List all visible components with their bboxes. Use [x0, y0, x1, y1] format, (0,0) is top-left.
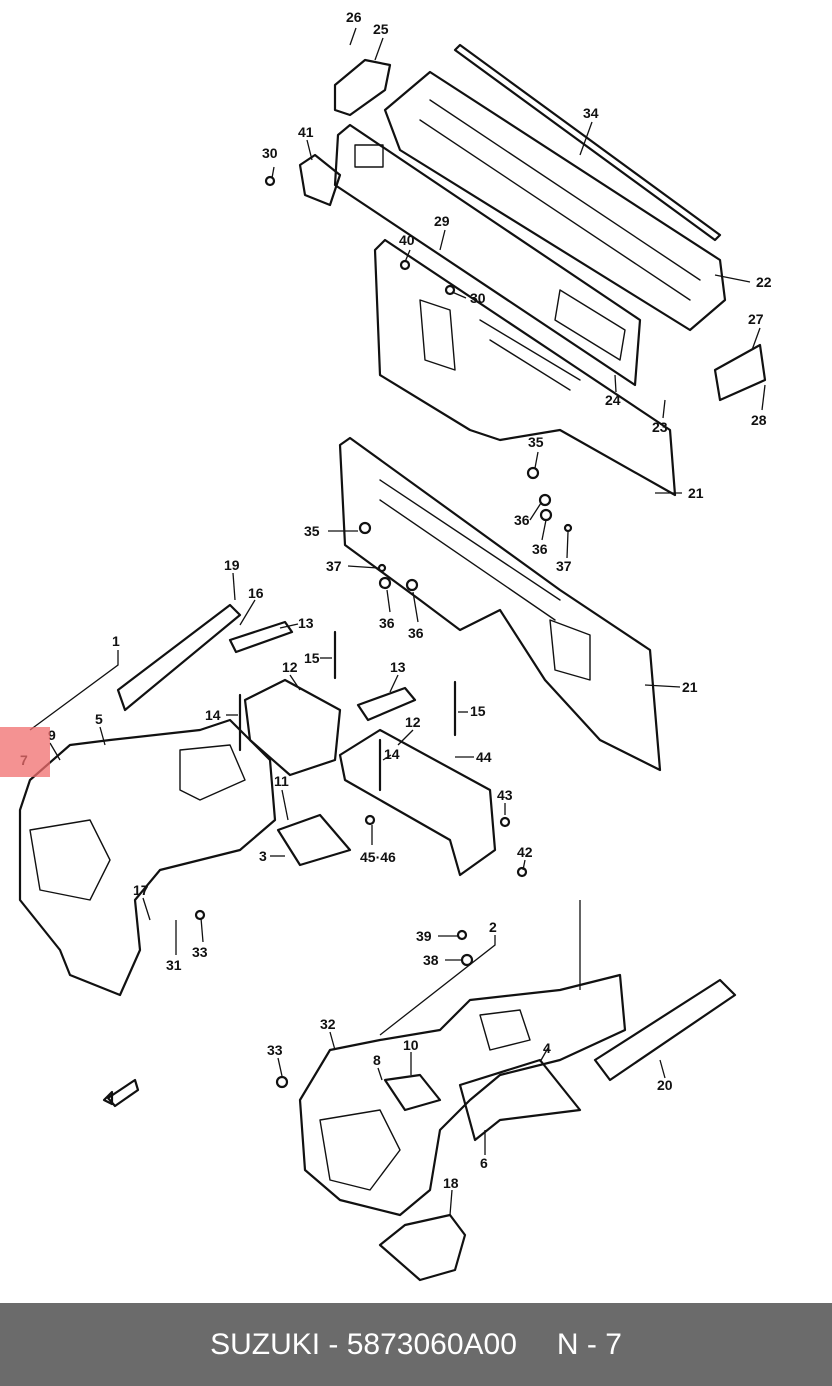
- callout-21-bottom: 21: [682, 679, 698, 695]
- callout-39: 39: [416, 928, 432, 944]
- footer-bar: SUZUKI - 5873060A00 N - 7: [0, 1303, 832, 1386]
- bracket-12-right: [338, 728, 497, 877]
- callout-34: 34: [583, 105, 599, 121]
- cowl-top-strip: [453, 43, 722, 242]
- callout-19: 19: [224, 557, 240, 573]
- callout-36-b: 36: [532, 541, 548, 557]
- callout-36-a: 36: [514, 512, 530, 528]
- callout-10: 10: [403, 1037, 419, 1053]
- reinforcement-27: [713, 343, 767, 402]
- callout-24: 24: [605, 392, 621, 408]
- bracket-41: [298, 153, 342, 207]
- reinforcement-3: [276, 813, 352, 867]
- callout-11: 11: [274, 773, 289, 789]
- callout-20: 20: [657, 1077, 673, 1093]
- callout-25: 25: [373, 21, 389, 37]
- front-apron-left: [18, 718, 277, 997]
- callout-44: 44: [476, 749, 492, 765]
- callout-14-left: 14: [205, 707, 221, 723]
- callout-40: 40: [399, 232, 415, 248]
- callout-36-d: 36: [408, 625, 424, 641]
- callout-12-top: 12: [282, 659, 298, 675]
- callout-42: 42: [517, 844, 533, 860]
- callout-33-bottom: 33: [267, 1042, 283, 1058]
- leader-lines: [29, 27, 766, 1216]
- callout-30-top: 30: [262, 145, 278, 161]
- callout-31: 31: [166, 957, 182, 973]
- callout-8: 8: [373, 1052, 381, 1068]
- callout-23: 23: [652, 419, 668, 435]
- bracket-10: [383, 1073, 442, 1112]
- callout-17: 17: [133, 882, 149, 898]
- callout-6: 6: [480, 1155, 488, 1171]
- callout-22: 22: [756, 274, 772, 290]
- callout-41: 41: [298, 124, 314, 140]
- highlight-marker: [0, 727, 50, 777]
- callout-33-mid: 33: [192, 944, 208, 960]
- footer-brand-part-number: SUZUKI - 5873060A00: [210, 1327, 517, 1361]
- dash-lower-panel-21: [338, 436, 662, 772]
- callout-21-top: 21: [688, 485, 704, 501]
- bracket-25: [333, 58, 392, 117]
- callout-30-mid: 30: [470, 290, 486, 306]
- inner-panel-6: [458, 1058, 582, 1142]
- stay-13: [228, 620, 417, 722]
- callout-15-right: 15: [470, 703, 486, 719]
- callout-16: 16: [248, 585, 264, 601]
- callout-13-mid: 13: [390, 659, 406, 675]
- parts-diagram: 26 25 34 41 30 29 40 30 22 27 24 23 28 3…: [18, 9, 772, 1282]
- callout-26: 26: [346, 9, 362, 25]
- callout-28: 28: [751, 412, 767, 428]
- cowl-panel: [383, 70, 727, 332]
- callout-1: 1: [112, 633, 120, 649]
- callout-15-top: 15: [304, 650, 320, 666]
- footer-diagram-ref: N - 7: [556, 1327, 622, 1361]
- front-apron-right: [298, 973, 627, 1217]
- callout-9: 9: [48, 727, 56, 743]
- callout-35-top: 35: [528, 434, 544, 450]
- side-member-20: [593, 978, 737, 1082]
- callout-18: 18: [443, 1175, 459, 1191]
- callout-14-right: 14: [384, 746, 400, 762]
- parts-diagram-svg: 26 25 34 41 30 29 40 30 22 27 24 23 28 3…: [18, 9, 772, 1282]
- callout-37-left: 37: [326, 558, 342, 574]
- callout-38: 38: [423, 952, 439, 968]
- callout-32: 32: [320, 1016, 336, 1032]
- splash-18: [378, 1213, 467, 1282]
- bracket-12-left: [243, 678, 342, 777]
- side-member-19: [116, 603, 242, 712]
- callout-36-c: 36: [379, 615, 395, 631]
- callout-29: 29: [434, 213, 450, 229]
- stud-14-15: [238, 630, 457, 792]
- callout-45-46: 45·46: [360, 849, 396, 865]
- callout-27: 27: [748, 311, 764, 327]
- callout-4: 4: [543, 1040, 551, 1056]
- callout-37-right: 37: [556, 558, 572, 574]
- bolts-upper: [264, 175, 573, 592]
- callout-3: 3: [259, 848, 267, 864]
- callout-43: 43: [497, 787, 513, 803]
- cowl-upper-panel: [333, 123, 642, 387]
- front-arrow-icon: [102, 1078, 140, 1108]
- dash-upper-panel: [373, 238, 677, 497]
- callouts: 26 25 34 41 30 29 40 30 22 27 24 23 28 3…: [20, 9, 772, 1191]
- bolts-lower: [194, 814, 528, 1089]
- callout-13-top: 13: [298, 615, 314, 631]
- callout-35-left: 35: [304, 523, 320, 539]
- callout-2: 2: [489, 919, 497, 935]
- callout-12-right: 12: [405, 714, 421, 730]
- callout-5: 5: [95, 711, 103, 727]
